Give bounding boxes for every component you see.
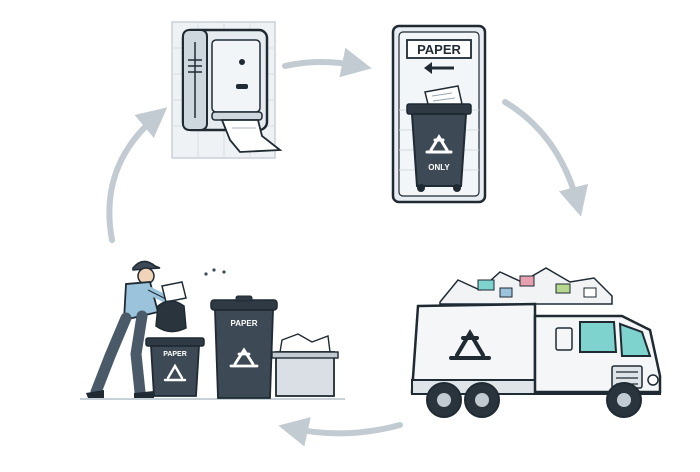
recycle-icon bbox=[229, 347, 259, 368]
bin-right-label: PAPER bbox=[231, 319, 258, 328]
bin-only-label: ONLY bbox=[428, 163, 450, 172]
garbage-truck-icon bbox=[410, 267, 662, 418]
worker-icon bbox=[86, 260, 226, 398]
cycle-arrow-icon bbox=[106, 107, 168, 243]
truck-wheel bbox=[464, 382, 500, 418]
paper-only-sign: PAPER ONLY bbox=[391, 24, 487, 204]
paper-bin-small: PAPER bbox=[145, 337, 205, 397]
cycle-arrow-icon bbox=[278, 417, 403, 447]
paper-towel-dispenser-icon bbox=[171, 21, 283, 159]
bin-left-label: PAPER bbox=[163, 351, 187, 358]
recycle-icon bbox=[163, 363, 187, 382]
cycle-arrow-icon bbox=[502, 99, 589, 217]
cycle-arrow-icon bbox=[282, 47, 372, 78]
truck-wheel bbox=[606, 382, 642, 418]
truck-wheel bbox=[426, 382, 462, 418]
recycle-icon bbox=[425, 134, 453, 154]
paper-bin-large: PAPER bbox=[210, 295, 278, 399]
recycle-icon bbox=[449, 329, 491, 360]
sign-title: PAPER bbox=[417, 42, 461, 57]
arrow-left-icon bbox=[424, 62, 454, 74]
paper-crate bbox=[271, 333, 339, 397]
